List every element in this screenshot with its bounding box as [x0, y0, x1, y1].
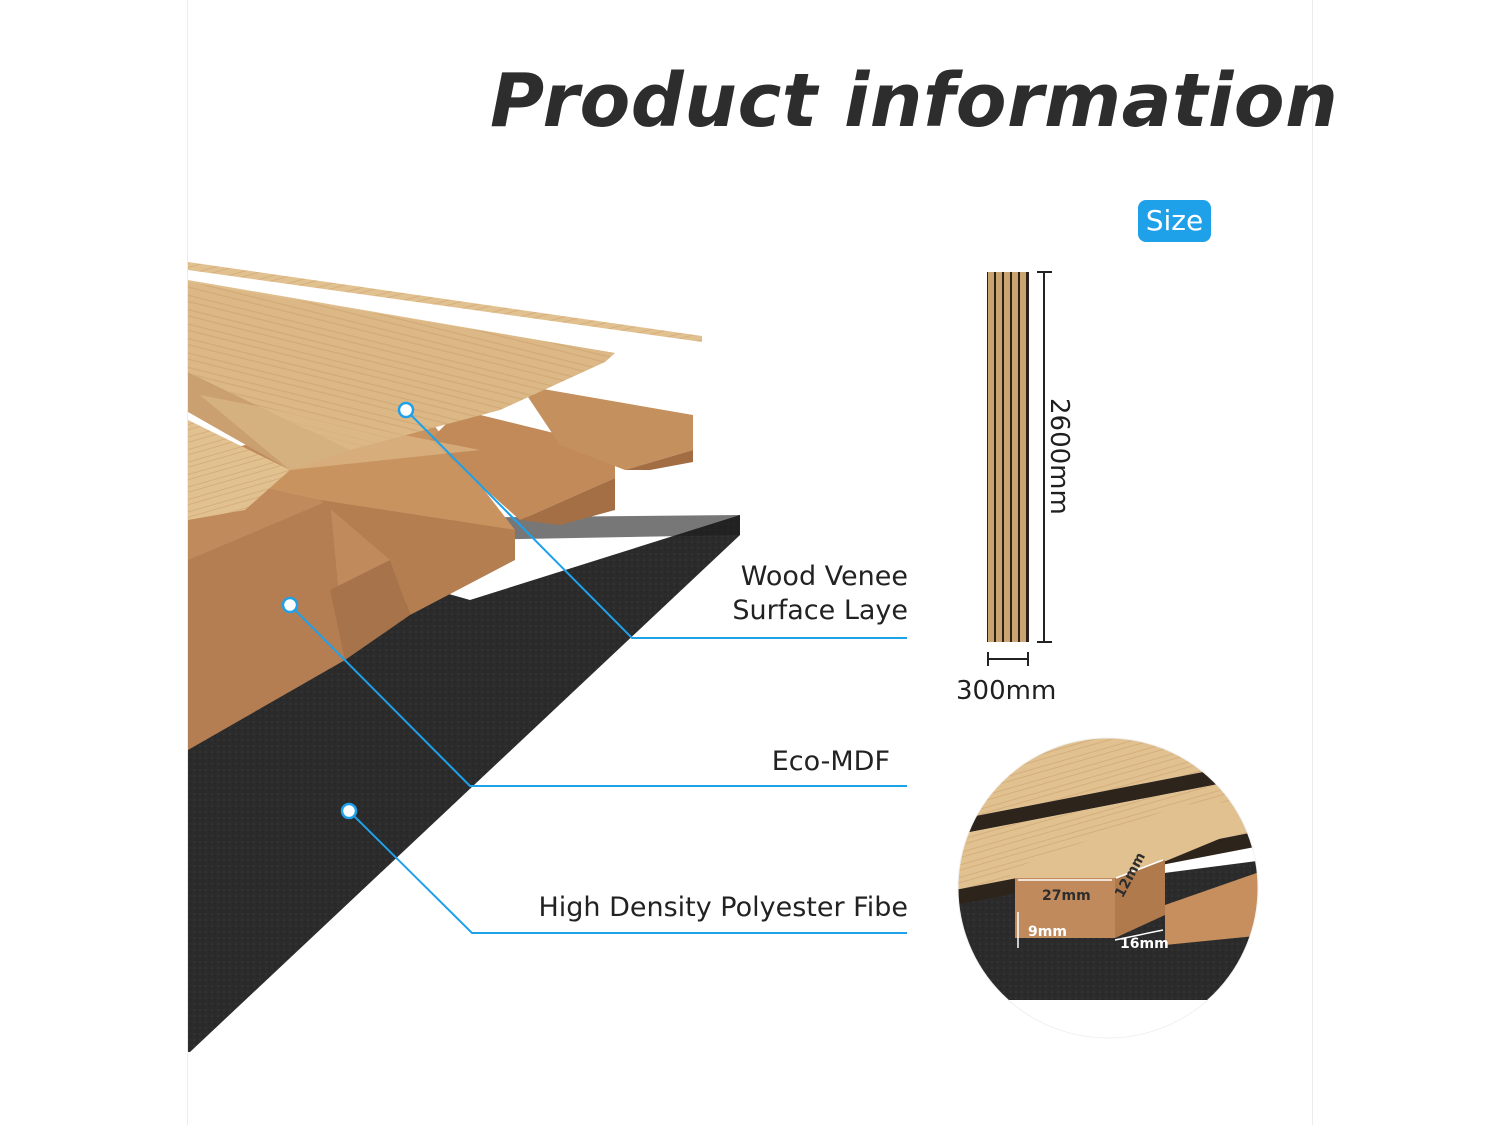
page-title: Product information: [490, 58, 1339, 144]
slat-width-label: 27mm: [1042, 888, 1091, 904]
wood-veneer-layer: [188, 262, 702, 520]
layer-label-veneer-line1: Wood Venee: [740, 561, 908, 592]
callout-marker: [281, 596, 299, 614]
layer-label-veneer-line2: Surface Laye: [732, 595, 908, 626]
dimension-lines: [987, 271, 1052, 666]
layer-label-mdf: Eco-MDF: [771, 746, 890, 777]
height-dimension: 2600mm: [1044, 398, 1074, 515]
callout-lines: [289, 409, 907, 934]
detail-circle-border: [957, 737, 1259, 1039]
felt-thickness-label: 9mm: [1028, 924, 1067, 940]
mdf-slat: [520, 385, 693, 470]
width-dimension: 300mm: [956, 676, 1057, 706]
gap-width-label: 16mm: [1120, 936, 1169, 952]
layer-label-felt: High Density Polyester Fibe: [538, 892, 908, 923]
callout-marker: [397, 401, 415, 419]
size-badge: Size: [1138, 200, 1211, 242]
detail-dimension-lines: [1017, 859, 1164, 948]
panel-front-view: [987, 272, 1029, 642]
slat-detail-view: [958, 738, 1258, 1038]
callout-marker: [340, 802, 358, 820]
